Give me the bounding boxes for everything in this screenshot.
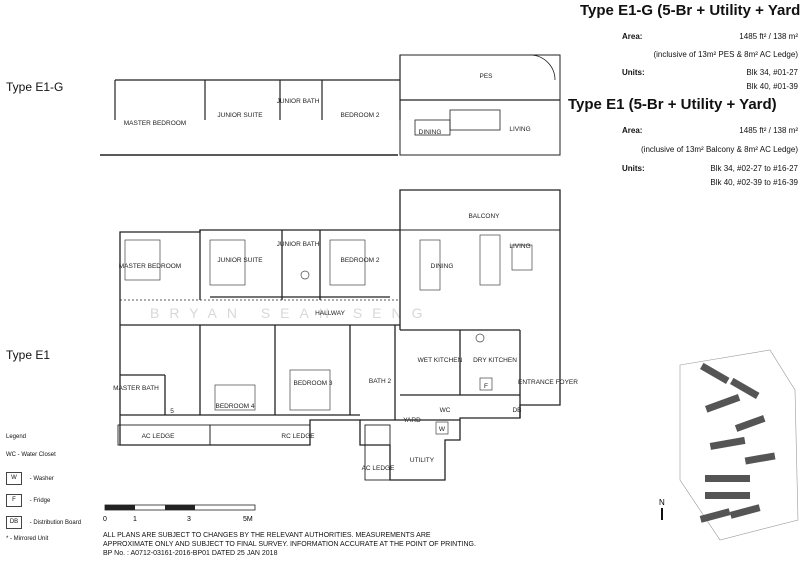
- legend-text-wc: - Water Closet: [17, 452, 56, 458]
- e1-hallway: HALLWAY: [315, 310, 346, 317]
- e1-five-mark: 5: [170, 408, 174, 415]
- e1-unit-1: Blk 34, #02-27 to #16-27: [710, 164, 798, 173]
- e1-bedroom3: BEDROOM 3: [293, 380, 332, 387]
- e1g-area-label: Area:: [622, 32, 643, 41]
- e1-junior-bath: JUNIOR BATH: [277, 241, 320, 248]
- legend-text-washer: - Washer: [29, 476, 54, 483]
- legend-text-mirrored: - Mirrored Unit: [10, 536, 49, 542]
- e1-yard: YARD: [403, 417, 421, 424]
- legend-item-washer: W - Washer: [6, 472, 54, 485]
- legend-key-fridge: F: [6, 494, 22, 507]
- e1-title: Type E1 (5-Br + Utility + Yard): [568, 96, 777, 113]
- e1-washer-mark: W: [439, 426, 446, 433]
- e1g-area-value: 1485 ft² / 138 m²: [739, 32, 798, 41]
- e1-utility: UTILITY: [410, 457, 435, 464]
- e1-db: DB: [512, 407, 521, 414]
- footer-disclaimer: ALL PLANS ARE SUBJECT TO CHANGES BY THE …: [103, 531, 476, 558]
- footer-line-2: APPROXIMATE ONLY AND SUBJECT TO FINAL SU…: [103, 541, 476, 548]
- watermark: BRYAN SEAH SENG: [150, 305, 433, 321]
- e1g-master-bedroom: MASTER BEDROOM: [124, 120, 186, 127]
- legend-key-washer: W: [6, 472, 22, 485]
- e1-junior-suite: JUNIOR SUITE: [217, 257, 263, 264]
- legend-key-wc: WC: [6, 452, 16, 458]
- legend-item-wc: WC - Water Closet: [6, 452, 56, 458]
- e1-ac-ledge-left: AC LEDGE: [142, 433, 176, 440]
- plan-e1g: [100, 54, 561, 156]
- scale-tick-5m: 5M: [243, 516, 253, 523]
- e1g-unit-2: Blk 40, #01-39: [746, 82, 798, 91]
- e1-fridge-mark: F: [484, 383, 488, 390]
- e1g-area-note: (inclusive of 13m² PES & 8m² AC Ledge): [653, 50, 798, 59]
- e1-ac-ledge-bottom: AC LEDGE: [362, 465, 396, 472]
- legend-text-fridge: - Fridge: [29, 498, 51, 505]
- north-label: N: [659, 498, 665, 507]
- site-key-plan: N: [659, 349, 799, 541]
- legend-text-db: - Distribution Board: [29, 520, 82, 527]
- e1g-junior-suite: JUNIOR SUITE: [217, 112, 263, 119]
- legend-key-db: DB: [6, 516, 22, 529]
- e1-entrance-foyer: ENTRANCE FOYER: [518, 379, 578, 386]
- e1-dining: DINING: [431, 263, 454, 270]
- scale-tick-0: 0: [103, 516, 107, 523]
- e1g-title: Type E1-G (5-Br + Utility + Yard): [580, 2, 800, 19]
- e1g-junior-bath: JUNIOR BATH: [277, 98, 320, 105]
- e1-area-label: Area:: [622, 126, 643, 135]
- e1g-unit-1: Blk 34, #01-27: [746, 68, 798, 77]
- e1-bath2: BATH 2: [369, 378, 392, 385]
- e1-bedroom4: BEDROOM 4: [215, 403, 254, 410]
- e1-rc-ledge: RC LEDGE: [281, 433, 315, 440]
- e1-bedroom2: BEDROOM 2: [340, 257, 379, 264]
- e1g-side-label: Type E1-G: [6, 80, 64, 94]
- legend: Legend WC - Water Closet W - Washer F - …: [0, 430, 100, 550]
- legend-key-mirrored: *: [6, 536, 9, 542]
- furniture: [124, 234, 533, 435]
- plan-e1: [117, 189, 561, 481]
- e1-master-bedroom: MASTER BEDROOM: [119, 263, 181, 270]
- e1g-dining: DINING: [419, 129, 442, 136]
- e1-balcony: BALCONY: [468, 213, 500, 220]
- legend-item-mirrored: * - Mirrored Unit: [6, 536, 48, 542]
- e1g-pes: PES: [479, 73, 493, 80]
- scale-tick-1: 1: [133, 516, 137, 523]
- footer-line-3: BP No. : A0712-03161-2016-BP01 DATED 25 …: [103, 550, 278, 557]
- e1g-units-label: Units:: [622, 68, 645, 77]
- scale-bar: 0 1 3 5M: [103, 504, 256, 523]
- footer-line-1: ALL PLANS ARE SUBJECT TO CHANGES BY THE …: [103, 532, 431, 539]
- e1g-living: LIVING: [509, 126, 530, 133]
- scale-tick-3: 3: [187, 516, 191, 523]
- e1-side-label: Type E1: [6, 348, 51, 362]
- e1-wet-kitchen: WET KITCHEN: [418, 357, 463, 364]
- e1-dry-kitchen: DRY KITCHEN: [473, 357, 517, 364]
- legend-item-db: DB - Distribution Board: [6, 516, 81, 529]
- e1-master-bath: MASTER BATH: [113, 385, 159, 392]
- e1g-bedroom2: BEDROOM 2: [340, 112, 379, 119]
- legend-item-fridge: F - Fridge: [6, 494, 50, 507]
- e1-unit-2: Blk 40, #02-39 to #16-39: [710, 178, 798, 187]
- e1-area-value: 1485 ft² / 138 m²: [739, 126, 798, 135]
- e1-units-label: Units:: [622, 164, 645, 173]
- e1-wc: WC: [440, 407, 451, 414]
- e1-area-note: (inclusive of 13m² Balcony & 8m² AC Ledg…: [641, 145, 798, 154]
- legend-title: Legend: [6, 434, 27, 440]
- e1-living: LIVING: [509, 243, 530, 250]
